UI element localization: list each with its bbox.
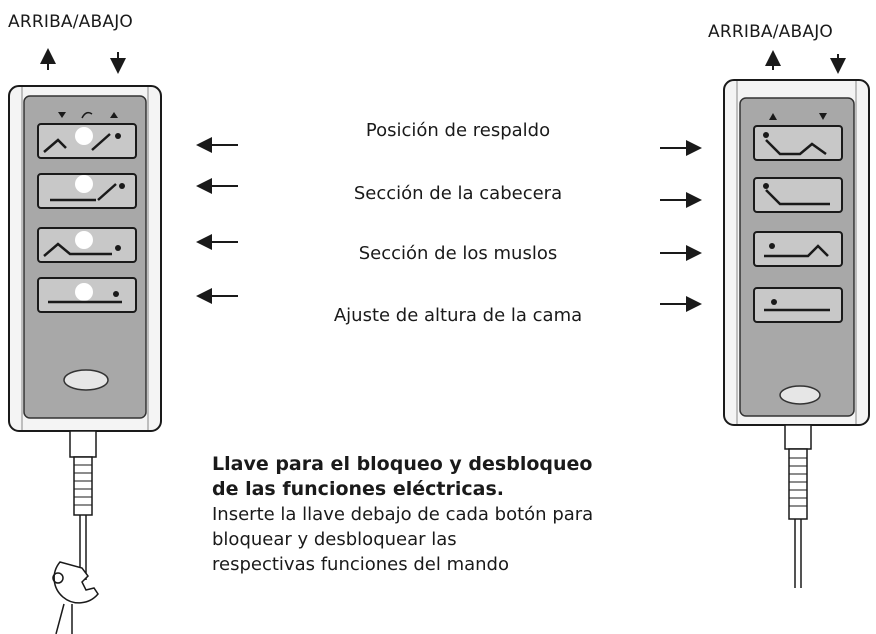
right-brand-logo — [779, 385, 821, 405]
key-body-line1: Inserte la llave debajo de cada botón pa… — [212, 504, 594, 525]
right-updown-label: ARRIBA/ABAJO — [708, 22, 834, 42]
key-title-line1: Llave para el bloqueo y desbloqueo — [212, 453, 593, 475]
right-remote-control — [723, 79, 870, 588]
label-bed-height: Ajuste de altura de la cama — [333, 305, 583, 326]
left-button-height — [37, 277, 137, 313]
left-brand-logo — [63, 369, 109, 391]
label-thigh-section: Sección de los muslos — [358, 243, 558, 264]
left-button-backrest — [37, 123, 137, 159]
right-button-thigh — [753, 231, 843, 267]
key-icon — [52, 561, 99, 634]
key-body-line2: bloquear y desbloquear las — [212, 529, 457, 550]
left-pointer-arrows — [196, 137, 238, 304]
left-updown-label: ARRIBA/ABAJO — [8, 12, 134, 32]
key-title-line2: de las funciones eléctricas. — [212, 478, 504, 500]
label-head-section: Sección de la cabecera — [353, 183, 563, 204]
left-remote-control — [8, 85, 162, 580]
key-body-line3: respectivas funciones del mando — [212, 554, 509, 575]
right-button-head — [753, 177, 843, 213]
key-lock-description: Llave para el bloqueo y desbloqueo de la… — [212, 452, 593, 577]
right-pointer-arrows — [660, 140, 702, 312]
label-backrest-position: Posición de respaldo — [365, 120, 551, 141]
left-button-head — [37, 173, 137, 209]
right-button-height — [753, 287, 843, 323]
left-button-thigh — [37, 227, 137, 263]
right-button-backrest — [753, 125, 843, 161]
